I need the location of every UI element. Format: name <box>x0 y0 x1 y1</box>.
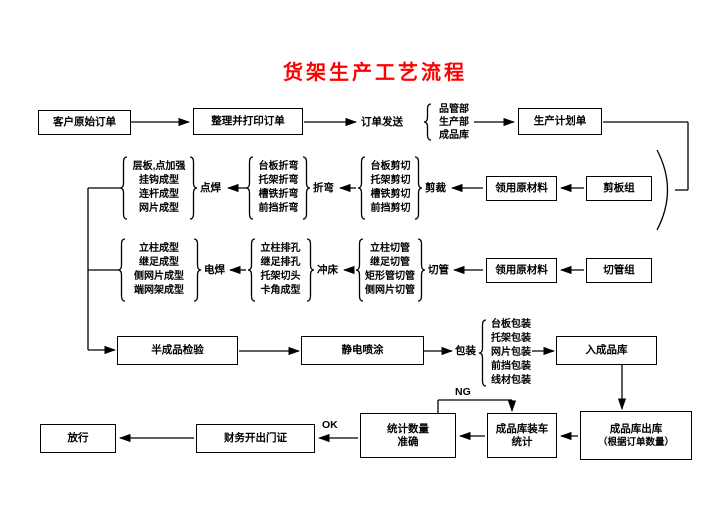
split-arc <box>656 149 669 231</box>
process-item: 立柱排孔 <box>260 243 301 254</box>
process-item: 卡角成型 <box>260 285 301 296</box>
process-item: 托架剪切 <box>370 175 411 186</box>
process-item: 前挡剪切 <box>370 203 411 214</box>
dispatch-target: 品管部 <box>439 104 469 115</box>
count-line1: 统计数量 <box>387 422 429 435</box>
brace <box>193 238 202 302</box>
cut-label: 剪裁 <box>425 182 446 194</box>
process-item: 继足排孔 <box>260 257 301 268</box>
brace <box>247 238 256 302</box>
process-item: 网片包装 <box>491 347 531 358</box>
process-item: 挂钩成型 <box>139 175 179 186</box>
count-line2: 准确 <box>397 435 419 448</box>
process-item: 槽铁剪切 <box>370 189 411 200</box>
ok-label: OK <box>322 419 338 431</box>
process-item: 网片成型 <box>139 203 179 214</box>
loading-line1: 成品库装车 <box>495 422 549 435</box>
brace <box>117 238 126 302</box>
process-item: 层板,点加强 <box>132 161 186 172</box>
box-print-order: 整理并打印订单 <box>193 108 303 135</box>
dispatch-target: 生产部 <box>439 117 469 128</box>
process-item: 端网架成型 <box>134 285 184 296</box>
box-loading: 成品库装车 统计 <box>487 413 557 458</box>
brace <box>417 238 426 302</box>
warehouse-out-line1: 成品库出库 <box>609 422 663 435</box>
process-item: 继足成型 <box>139 257 179 268</box>
weld-items: 立柱成型 继足成型 侧网片成型 端网架成型 <box>126 242 192 298</box>
box-shear-group: 剪板组 <box>586 176 652 201</box>
page-title: 货架生产工艺流程 <box>283 62 467 84</box>
box-spray: 静电喷涂 <box>301 336 424 365</box>
brace <box>306 238 315 302</box>
pipe-cut-items: 立柱切管 继足切管 矩形管切管 侧网片切管 <box>364 242 416 298</box>
spot-weld-items: 层板,点加强 挂钩成型 连杆成型 网片成型 <box>128 160 190 216</box>
box-semi-inspection: 半成品检验 <box>117 336 238 365</box>
process-item: 托架包装 <box>491 333 531 344</box>
packing-label: 包装 <box>455 345 476 357</box>
box-raw-material-shear: 领用原材料 <box>486 176 557 201</box>
order-dispatch-label: 订单发送 <box>361 116 403 128</box>
process-item: 前挡折弯 <box>258 203 299 214</box>
process-item: 侧网片成型 <box>134 271 184 282</box>
brace <box>189 156 198 220</box>
bend-items: 台板折弯 托架折弯 槽铁折弯 前挡折弯 <box>254 160 303 216</box>
cut-items: 台板剪切 托架剪切 槽铁剪切 前挡剪切 <box>366 160 415 216</box>
box-production-plan: 生产计划单 <box>518 108 602 135</box>
brace <box>414 156 423 220</box>
box-count: 统计数量 准确 <box>360 413 456 458</box>
order-dispatch-targets: 品管部 生产部 成品库 <box>432 103 476 142</box>
brace <box>245 156 254 220</box>
process-item: 矩形管切管 <box>365 271 415 282</box>
process-item: 托架折弯 <box>258 175 299 186</box>
brace <box>423 103 432 141</box>
punch-label: 冲床 <box>317 264 338 276</box>
pipe-cut-label: 切管 <box>428 264 449 276</box>
box-warehouse-in: 入成品库 <box>556 336 657 365</box>
brace <box>119 156 128 220</box>
bend-label: 折弯 <box>313 182 334 194</box>
box-customer-order: 客户原始订单 <box>38 110 131 135</box>
punch-items: 立柱排孔 继足排孔 托架切头 卡角成型 <box>256 242 305 298</box>
brace <box>355 238 364 302</box>
warehouse-out-line2: （根据订单数量） <box>597 436 674 448</box>
process-item: 托架切头 <box>260 271 301 282</box>
loading-line2: 统计 <box>511 435 533 448</box>
dispatch-target: 成品库 <box>439 130 469 141</box>
process-item: 槽铁折弯 <box>258 189 299 200</box>
spot-weld-label: 点焊 <box>200 182 221 194</box>
box-finance: 财务开出门证 <box>196 424 315 453</box>
process-item: 立柱成型 <box>139 243 179 254</box>
process-item: 台板剪切 <box>370 161 411 172</box>
packing-items: 台板包装 托架包装 网片包装 前挡包装 线材包装 <box>488 318 534 388</box>
process-item: 前挡包装 <box>491 361 531 372</box>
weld-label: 电焊 <box>204 264 225 276</box>
box-raw-material-pipe: 领用原材料 <box>486 258 557 283</box>
brace <box>357 156 366 220</box>
box-pipe-group: 切管组 <box>586 258 652 283</box>
process-item: 立柱切管 <box>370 243 410 254</box>
process-item: 连杆成型 <box>139 189 179 200</box>
process-item: 台板包装 <box>491 319 531 330</box>
box-warehouse-out: 成品库出库 （根据订单数量） <box>580 411 692 460</box>
process-item: 台板折弯 <box>258 161 299 172</box>
ng-label: NG <box>455 386 471 398</box>
process-item: 侧网片切管 <box>365 285 415 296</box>
process-item: 继足切管 <box>370 257 410 268</box>
process-item: 线材包装 <box>491 375 531 386</box>
brace <box>302 156 311 220</box>
brace <box>478 319 487 387</box>
box-release: 放行 <box>40 424 116 453</box>
